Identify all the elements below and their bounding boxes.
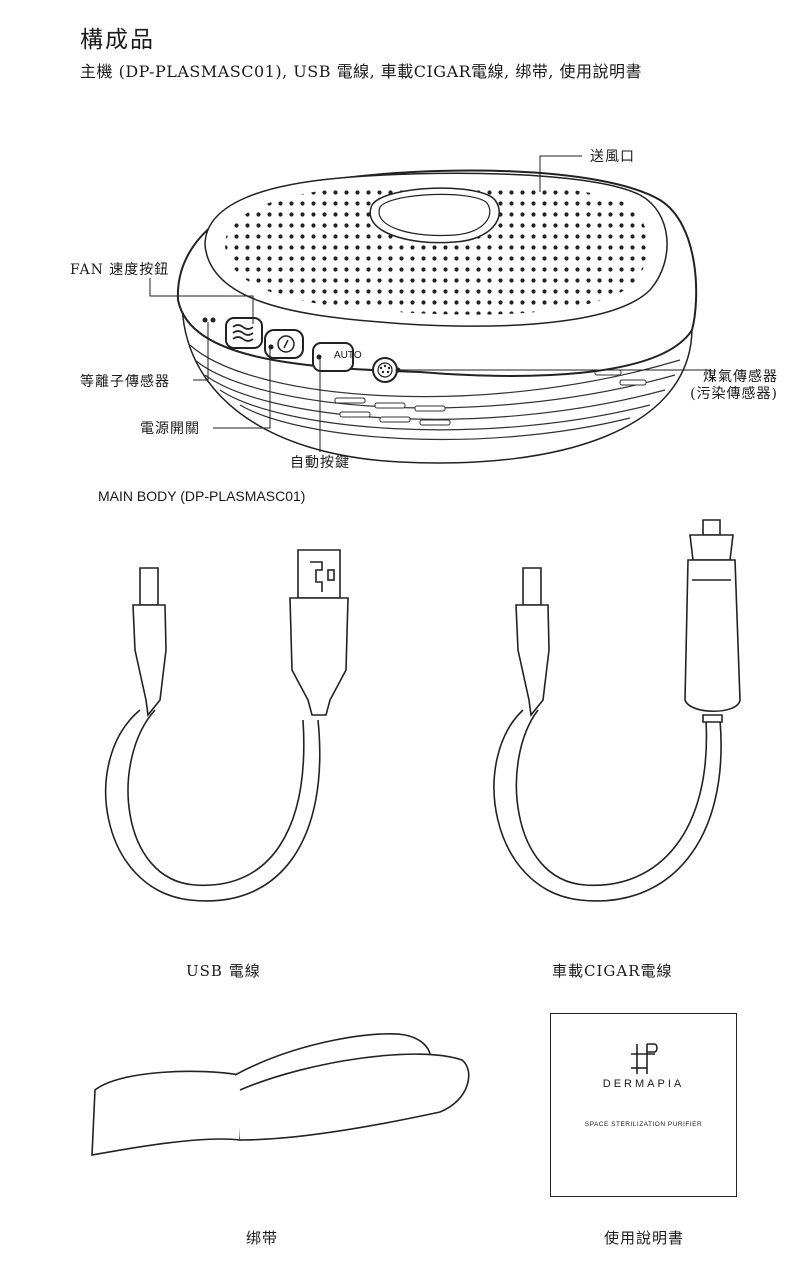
component-list: 主機 (DP-PLASMASC01), USB 電線, 車載CIGAR電線, 绑… [80,62,643,81]
manual-brand: DERMAPIA [602,1078,685,1090]
manual-cover: DERMAPIA SPACE STERILIZATION PURIFIER [550,1013,737,1197]
power-switch-callout: 電源開關 [140,421,200,437]
manual-caption: 使用說明書 [604,1229,685,1247]
strap-caption: 绑带 [246,1229,279,1247]
main-body-caption: MAIN BODY (DP-PLASMASC01) [98,488,306,504]
ion-sensor-callout: 等離子傳感器 [80,374,170,390]
fan-button-callout: FAN 速度按鈕 [70,262,170,278]
outlet-callout: 送風口 [590,149,635,165]
pollution-sensor-label: (污染傳感器) [690,386,778,402]
car-cable-caption: 車載CIGAR電線 [552,962,673,980]
gas-sensor-callout: 煤氣傳感器 (污染傳感器) [690,369,778,403]
dermapia-logo-icon [631,1043,658,1074]
page-title: 構成品 [80,27,155,53]
auto-button-label: AUTO [334,350,362,361]
usb-cable-caption: USB 電線 [186,962,261,980]
auto-key-callout: 自動按鍵 [290,455,350,471]
gas-sensor-label: 煤氣傳感器 [703,369,778,385]
manual-tagline: SPACE STERILIZATION PURIFIER [584,1121,703,1128]
